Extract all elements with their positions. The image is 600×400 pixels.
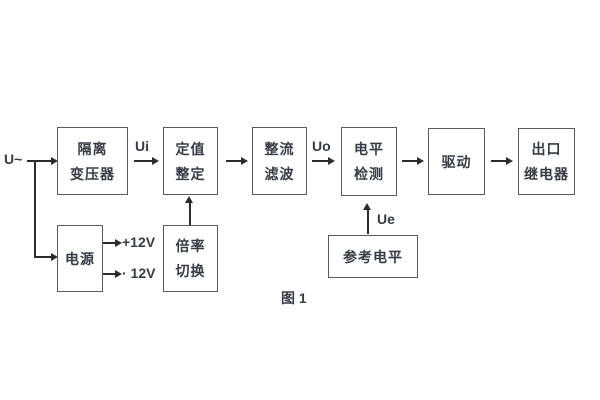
arrow-ratio-to-setting-line: [189, 203, 191, 225]
block-label: 继电器: [524, 166, 569, 182]
rail-negative-line: [103, 273, 115, 275]
arrow-reference-to-level-line: [367, 210, 369, 234]
arrowhead-into-power-supply: [51, 253, 58, 261]
ui-signal-label: Ui: [135, 138, 149, 154]
block-label: 变压器: [70, 165, 115, 182]
block-label: 整流: [264, 140, 295, 157]
block-label: 整定: [175, 165, 206, 182]
arrowhead-into-rectifier-filter: [241, 157, 248, 165]
block-driver: 驱动: [428, 128, 485, 195]
rail-positive-line: [103, 242, 115, 244]
arrowhead-into-level-detection-bottom: [363, 203, 371, 210]
arrow-ui-line: [134, 160, 152, 162]
arrowhead-into-driver: [417, 157, 424, 165]
block-label: 切换: [175, 263, 206, 279]
block-label: 出口: [531, 141, 562, 157]
block-isolation-transformer: 隔离 变压器: [57, 127, 128, 195]
block-rectifier-filter: 整流 滤波: [252, 127, 307, 195]
rail-positive-label: +12V: [122, 234, 156, 250]
block-label: 隔离: [77, 140, 108, 157]
block-label: 检测: [354, 166, 384, 182]
input-signal-label: U~: [4, 151, 23, 167]
arrow-setting-to-rectifier-line: [226, 160, 241, 162]
block-reference-level: 参考电平: [328, 235, 418, 278]
figure-caption: 图 1: [281, 290, 307, 306]
arrow-driver-to-relay-line: [491, 160, 506, 162]
arrow-level-to-driver-line: [402, 160, 417, 162]
block-label: 参考电平: [343, 248, 403, 265]
rail-negative-label: · 12V: [122, 265, 156, 281]
arrowhead-rail-negative: [115, 270, 122, 278]
block-output-relay: 出口 继电器: [518, 128, 575, 195]
block-label: 滤波: [264, 165, 295, 182]
arrowhead-rail-positive: [115, 239, 122, 247]
input-branch-line: [34, 160, 36, 258]
arrowhead-into-level-detection: [328, 157, 335, 165]
arrowhead-into-setting-bottom: [185, 196, 193, 203]
arrowhead-into-isolation-transformer: [51, 157, 58, 165]
block-ratio-switch: 倍率 切换: [163, 225, 218, 292]
block-setting: 定值 整定: [163, 127, 218, 195]
block-label: 驱动: [441, 153, 472, 170]
arrowhead-into-output-relay: [506, 157, 513, 165]
arrowhead-into-setting: [152, 157, 159, 165]
block-level-detection: 电平 检测: [341, 127, 397, 196]
block-label: 倍率: [175, 238, 206, 254]
input-line-top: [27, 160, 51, 162]
block-label: 电平: [354, 141, 384, 157]
uo-signal-label: Uo: [312, 138, 331, 154]
input-line-bottom: [34, 256, 51, 258]
block-power-supply: 电源: [57, 225, 103, 292]
block-label: 定值: [175, 140, 206, 157]
ue-signal-label: Ue: [377, 211, 395, 227]
arrow-uo-line: [312, 160, 328, 162]
block-label: 电源: [65, 250, 95, 267]
